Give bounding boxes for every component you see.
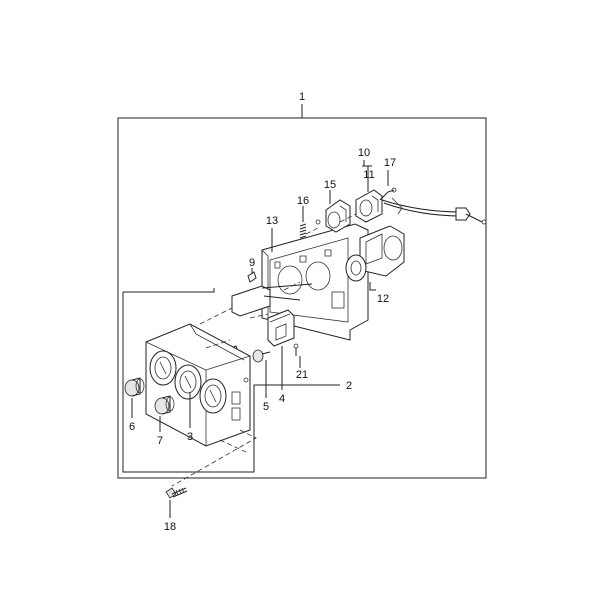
control-cable xyxy=(379,187,487,225)
actuator-15 xyxy=(325,199,351,233)
callout-3: 3 xyxy=(187,431,193,443)
callout-1: 1 xyxy=(299,91,305,103)
bulb-5 xyxy=(252,349,271,363)
leader-12 xyxy=(369,282,376,291)
callout-15: 15 xyxy=(324,179,336,191)
callout-10: 10 xyxy=(358,147,370,159)
subassembly-frame xyxy=(122,288,340,473)
blower-switch xyxy=(345,225,405,282)
callout-11: 11 xyxy=(363,169,374,181)
callout-12: 12 xyxy=(377,293,389,305)
callout-5: 5 xyxy=(263,401,269,413)
callout-18: 18 xyxy=(164,521,176,533)
knob-7 xyxy=(154,395,175,415)
leader-10-11 xyxy=(362,160,372,192)
knob-6 xyxy=(124,377,145,397)
callout-21: 21 xyxy=(296,369,308,381)
callout-17: 17 xyxy=(384,157,396,169)
spring-16 xyxy=(299,219,321,239)
callout-13: 13 xyxy=(266,215,278,227)
assembly-guides xyxy=(171,213,357,487)
front-bezel xyxy=(145,323,251,447)
callout-4: 4 xyxy=(279,393,285,405)
callout-7: 7 xyxy=(157,435,163,447)
cable-bracket xyxy=(355,189,383,223)
callout-2: 2 xyxy=(346,380,352,392)
callout-16: 16 xyxy=(297,195,309,207)
screw-18 xyxy=(165,487,188,499)
callout-6: 6 xyxy=(129,421,135,433)
linkage-assembly xyxy=(231,283,313,356)
callout-9: 9 xyxy=(249,257,255,269)
